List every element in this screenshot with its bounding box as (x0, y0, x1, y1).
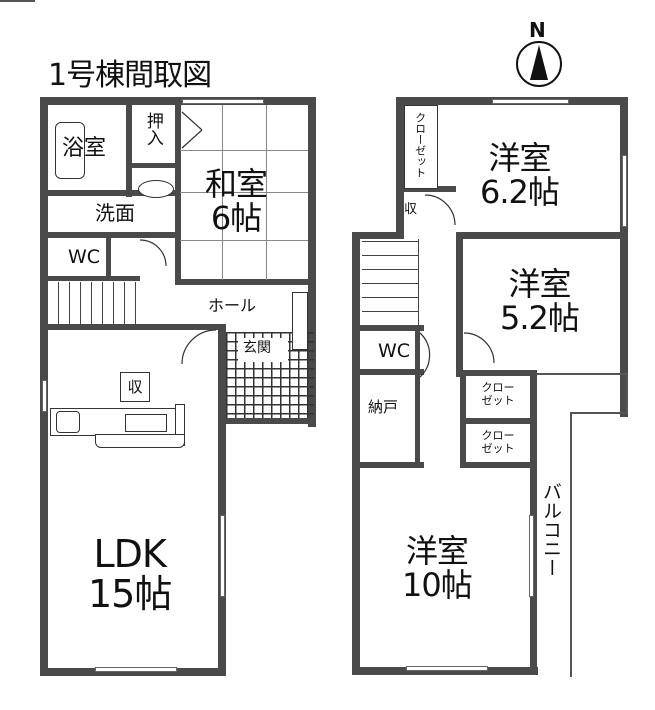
room-hall: ホール (208, 296, 257, 315)
door-swing-icon (463, 332, 495, 364)
room-entrance: 玄関 (243, 340, 271, 356)
stairs-floor1 (48, 282, 138, 324)
room-closet-b: クロー ゼット (481, 429, 515, 455)
room-storage-floor1: 収 (120, 372, 150, 402)
room-storage-floor2: 収 (404, 202, 418, 217)
door-swing-icon (424, 194, 456, 226)
room-western-3: 洋室 10帖 (402, 532, 473, 604)
room-closet-a: クロー ゼット (481, 381, 515, 407)
room-oshiire: 押入 (142, 112, 163, 146)
room-nando: 納戸 (368, 398, 399, 416)
floor-plan-title: 1号棟間取図 (48, 58, 212, 93)
room-wc-floor1: WC (68, 246, 101, 268)
room-closet-top: クローゼット (413, 112, 427, 178)
room-western-1: 洋室 6.2帖 (480, 139, 560, 211)
room-western-2: 洋室 5.2帖 (500, 265, 580, 337)
compass-north-label: N (529, 18, 546, 42)
room-bath: 浴室 (62, 136, 107, 161)
door-swing-icon (139, 239, 167, 267)
door-swing-icon (419, 332, 431, 378)
room-washroom: 洗面 (95, 201, 135, 225)
door-swing-icon (181, 111, 203, 149)
room-japanese: 和室 6帖 (205, 165, 268, 237)
door-swing-icon (181, 329, 217, 365)
room-ldk: LDK 15帖 (88, 532, 172, 616)
compass: N (515, 18, 565, 88)
room-balcony: バルコニー (539, 482, 562, 577)
room-wc-floor2: WC (378, 340, 411, 362)
stairs-floor2 (362, 239, 419, 325)
compass-arrow-icon (516, 41, 562, 87)
